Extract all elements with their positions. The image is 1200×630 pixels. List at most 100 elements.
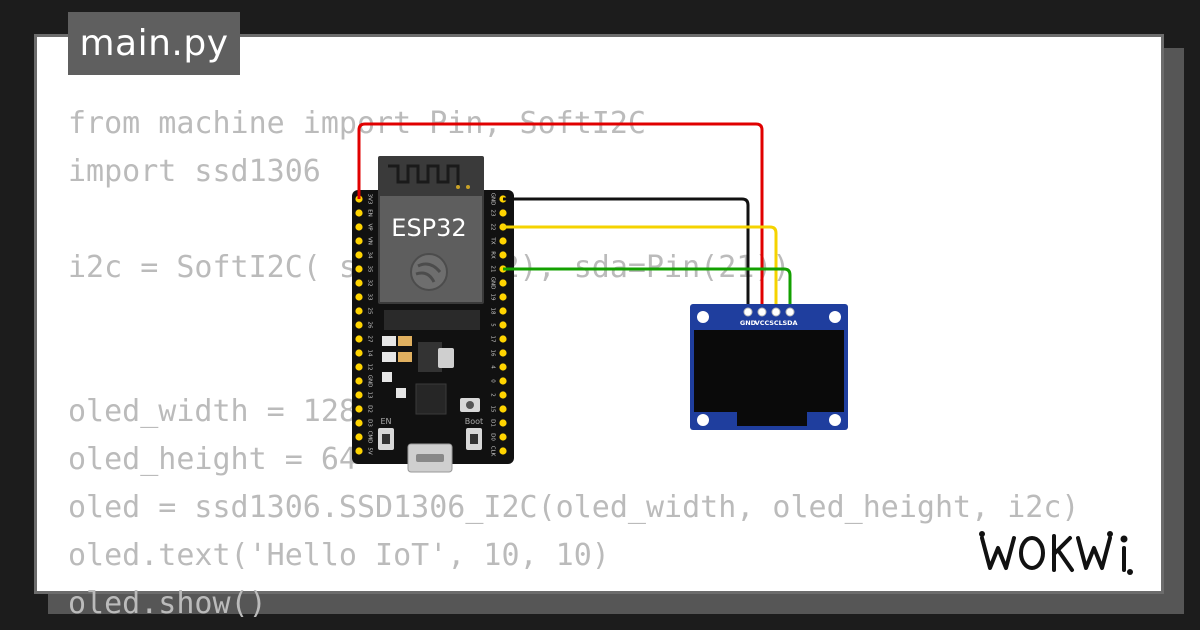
esp32-left-pin-label: GND <box>367 375 373 388</box>
oled-pin-gnd[interactable] <box>743 307 753 317</box>
esp32-left-pin[interactable] <box>355 223 363 231</box>
esp32-left-pin[interactable] <box>355 419 363 427</box>
file-tab-main-py[interactable]: main.py <box>68 12 240 75</box>
preview-card <box>34 34 1164 594</box>
oled-screen <box>694 330 844 412</box>
usb-uart-chip <box>415 383 447 415</box>
oled-pin-label: VCC <box>755 319 770 327</box>
esp32-left-pin-label: 33 <box>367 294 373 301</box>
esp32-right-pin-label: CLK <box>490 446 496 457</box>
oled-pin-vcc[interactable] <box>757 307 767 317</box>
wire-scl[interactable] <box>503 225 778 311</box>
esp32-right-pin[interactable] <box>499 419 507 427</box>
esp32-left-pin[interactable] <box>355 349 363 357</box>
smd-component <box>396 388 406 398</box>
esp32-right-pin-label: D1 <box>490 419 496 427</box>
esp32-left-pin[interactable] <box>355 447 363 455</box>
wire-gnd[interactable] <box>503 197 750 311</box>
esp32-right-pin[interactable] <box>499 405 507 413</box>
esp32-right-pin[interactable] <box>499 237 507 245</box>
esp32-right-pin[interactable] <box>499 321 507 329</box>
wires <box>357 122 792 311</box>
code-line: oled_width = 128 <box>68 394 357 429</box>
esp32-left-pin-label: D3 <box>367 419 373 427</box>
esp32-left-pin[interactable] <box>355 279 363 287</box>
module-pad <box>456 185 460 189</box>
esp32-left-pin[interactable] <box>355 377 363 385</box>
esp32-label: ESP32 <box>391 214 466 242</box>
wire-vcc[interactable] <box>357 122 764 311</box>
espressif-logo-mark <box>415 262 442 283</box>
esp32-left-pin[interactable] <box>355 237 363 245</box>
esp32-left-pin[interactable] <box>355 209 363 217</box>
esp32-left-pin[interactable] <box>355 293 363 301</box>
boot-button-label: Boot <box>465 417 483 426</box>
module-pad <box>466 185 470 189</box>
esp32-left-pin-header: 3V3ENVPVN343532332526271412GND13D2D3CMD5… <box>355 194 373 455</box>
code-line: oled.text('Hello IoT', 10, 10) <box>68 538 610 573</box>
esp32-left-pin[interactable] <box>355 265 363 273</box>
mounting-hole <box>829 414 841 426</box>
mounting-hole <box>697 414 709 426</box>
oled-pin-sda[interactable] <box>785 307 795 317</box>
esp32-right-pin-label: 21 <box>490 266 496 273</box>
smd-component <box>382 352 396 362</box>
code-line: import ssd1306 <box>68 154 321 189</box>
esp32-right-pin[interactable] <box>499 391 507 399</box>
esp32-right-pin-label: D0 <box>490 433 496 441</box>
esp32-right-pin[interactable] <box>499 433 507 441</box>
esp32-left-pin-label: 27 <box>367 336 373 343</box>
esp32-left-pin-label: D2 <box>367 405 373 413</box>
esp32-left-pin[interactable] <box>355 433 363 441</box>
esp32-left-pin[interactable] <box>355 335 363 343</box>
esp32-left-pin-label: 14 <box>367 350 373 357</box>
oled-pin-scl[interactable] <box>771 307 781 317</box>
esp32-right-pin[interactable] <box>499 349 507 357</box>
pcb-component <box>384 310 480 330</box>
oled-ribbon <box>737 412 807 426</box>
oled-pin-label: SDA <box>782 319 797 327</box>
esp32-left-pin-label: CMD <box>367 431 373 444</box>
esp32-right-pin-label: RX <box>490 251 496 259</box>
brand-name: WOKWI <box>1062 579 1066 581</box>
esp32-left-pin[interactable] <box>355 363 363 371</box>
esp32-right-pin[interactable] <box>499 363 507 371</box>
esp32-left-pin-label: VP <box>367 223 373 231</box>
esp32-right-pin[interactable] <box>499 307 507 315</box>
esp32-left-pin[interactable] <box>355 405 363 413</box>
mounting-hole <box>829 311 841 323</box>
wire-sda[interactable] <box>503 267 792 311</box>
esp32-board[interactable]: ESP32 EN Boot 3V3ENVPVN34353233252627141… <box>352 156 514 473</box>
esp32-right-pin[interactable] <box>499 251 507 259</box>
esp32-left-pin[interactable] <box>355 307 363 315</box>
esp32-right-pin[interactable] <box>499 447 507 455</box>
boot-button-cap <box>470 434 478 444</box>
code-line: oled_height = 64 <box>68 442 357 477</box>
smd-component <box>382 336 396 346</box>
esp32-left-pin[interactable] <box>355 251 363 259</box>
esp32-right-pin[interactable] <box>499 209 507 217</box>
esp32-left-pin-label: 34 <box>367 252 373 259</box>
esp32-right-pin-label: 17 <box>490 336 496 343</box>
esp32-left-pin-label: EN <box>367 209 373 217</box>
esp32-right-pin[interactable] <box>499 279 507 287</box>
micro-usb-opening <box>416 454 444 462</box>
esp32-right-pin[interactable] <box>499 293 507 301</box>
en-button-label: EN <box>380 417 391 426</box>
esp32-right-pin-label: TX <box>490 236 496 244</box>
esp32-left-pin[interactable] <box>355 321 363 329</box>
en-button-cap <box>382 434 390 444</box>
esp32-right-pin[interactable] <box>499 377 507 385</box>
smd-component <box>398 336 412 346</box>
esp32-right-pin-label: 18 <box>490 308 496 315</box>
oled-pin-label: SCL <box>769 319 783 327</box>
smd-component <box>466 401 474 409</box>
oled-display-module[interactable]: GND VCC SCL SDA <box>690 304 848 430</box>
esp32-left-pin-label: 26 <box>367 322 373 329</box>
esp32-left-pin[interactable] <box>355 391 363 399</box>
wokwi-logo: WOKWI <box>979 531 1133 581</box>
esp32-right-pin[interactable] <box>499 335 507 343</box>
mounting-hole <box>697 311 709 323</box>
smd-component <box>438 348 454 368</box>
